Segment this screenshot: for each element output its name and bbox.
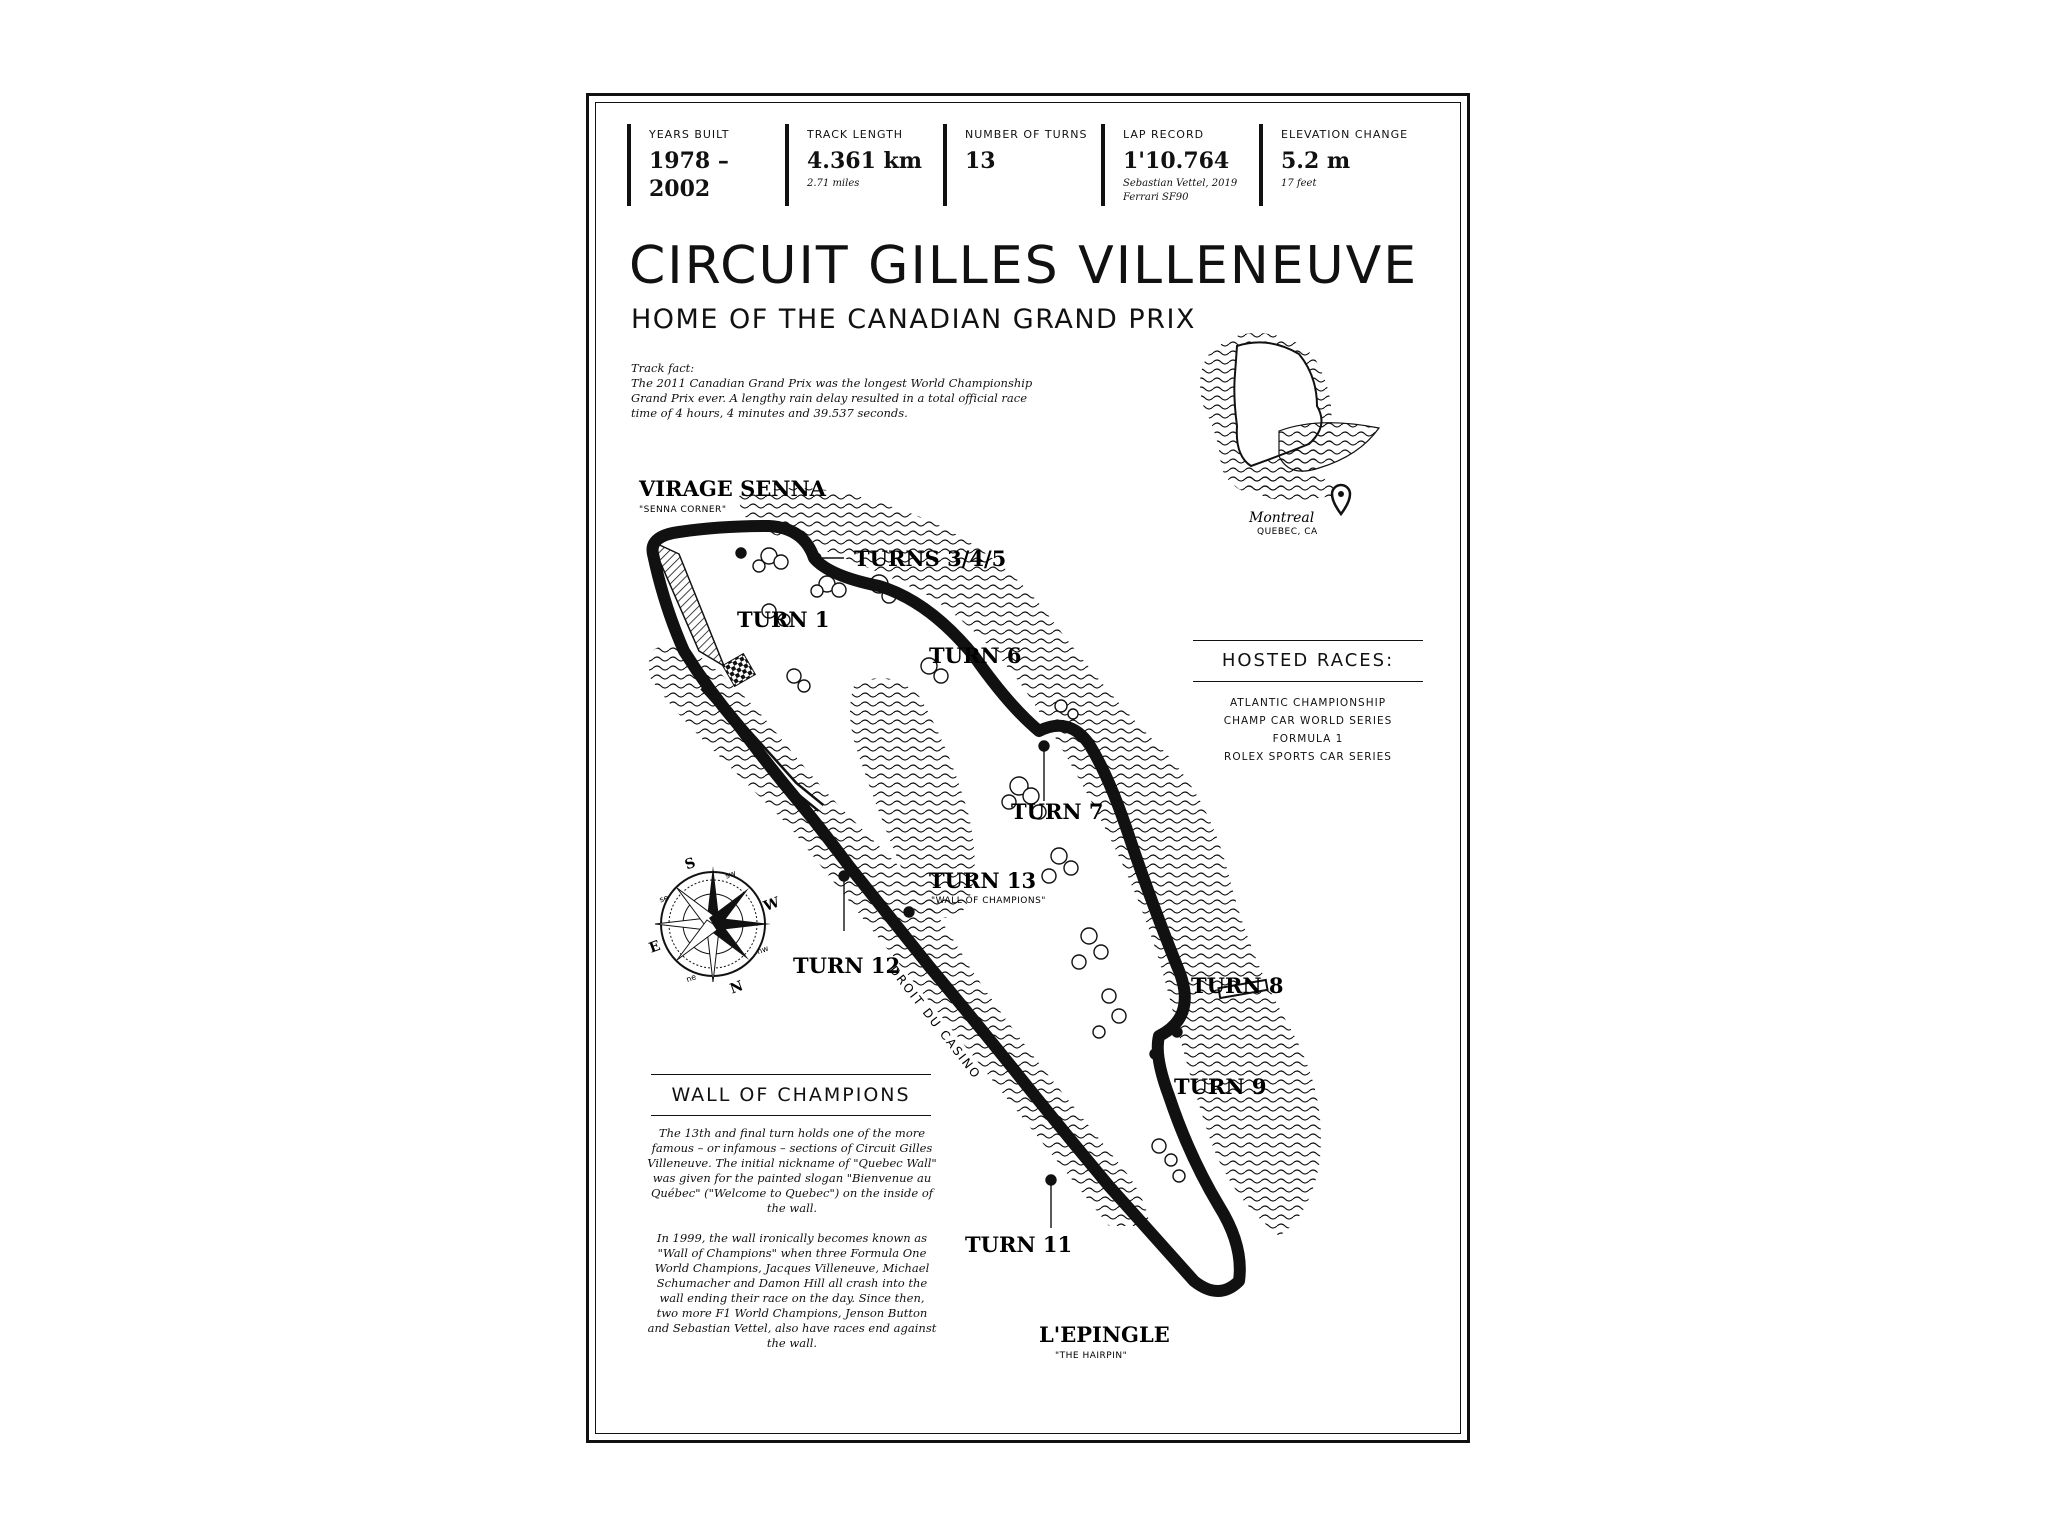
woc-paragraph: The 13th and final turn holds one of the… [647, 1126, 937, 1215]
bridge [1217, 978, 1269, 1000]
stat-track-length: TRACK LENGTH 4.361 km 2.71 miles [785, 124, 935, 206]
hosted-race-item: ROLEX SPORTS CAR SERIES [1224, 751, 1392, 763]
marker-dot [968, 650, 980, 662]
location-pin-icon [1330, 483, 1352, 517]
compass-label-se: se [658, 893, 670, 905]
marker-dot [647, 548, 659, 560]
page-subtitle: HOME OF THE CANADIAN GRAND PRIX [631, 304, 1196, 335]
lagoon [850, 678, 975, 918]
stat-label: NUMBER OF TURNS [965, 128, 1088, 141]
stat-value-2: 2002 [649, 176, 711, 202]
stat-years-built: YEARS BUILT 1978 – 2002 [627, 124, 777, 206]
wall-of-champions-text: The 13th and final turn holds one of the… [647, 1126, 937, 1366]
page-title: CIRCUIT GILLES VILLENEUVE [629, 236, 1419, 296]
corner-label-turn-7: TURN 7 [1011, 799, 1104, 824]
track-fact-line: time of 4 hours, 4 minutes and 39.537 se… [631, 406, 908, 420]
hosted-races-list: ATLANTIC CHAMPIONSHIP CHAMP CAR WORLD SE… [1193, 694, 1423, 766]
compass-label-s: S [683, 855, 698, 873]
circuit-map: VIRAGE SENNA "SENNA CORNER" TURN 1 TURNS… [638, 332, 1381, 1361]
marker-dot [735, 547, 747, 559]
location-region: QUEBEC, CA [1257, 527, 1318, 537]
stat-label: YEARS BUILT [649, 128, 730, 141]
marker-dot [903, 906, 915, 918]
tree-clusters [752, 547, 1186, 1183]
marker-dot [1149, 1048, 1161, 1060]
hosted-race-item: ATLANTIC CHAMPIONSHIP [1229, 697, 1387, 709]
start-finish-line [721, 652, 757, 688]
corner-sub-hairpin: "THE HAIRPIN" [1055, 1351, 1127, 1361]
corner-label-turn-11: TURN 11 [965, 1232, 1072, 1257]
location-city: Montreal [1248, 510, 1314, 526]
hosted-race-item: FORMULA 1 [1272, 733, 1344, 745]
stat-sub-2: Ferrari SF90 [1123, 192, 1189, 203]
track-fact-line: The 2011 Canadian Grand Prix was the lon… [631, 376, 1033, 390]
corner-label-senna: VIRAGE SENNA [638, 476, 827, 501]
stat-value: 1978 – [649, 148, 729, 174]
corner-label-turn-12: TURN 12 [793, 953, 900, 978]
corner-label-turn-13: TURN 13 [929, 868, 1036, 893]
corner-label-turns-3-4-5: TURNS 3/4/5 [854, 546, 1006, 571]
compass-rose: S W E N sw nw se ne [647, 855, 782, 998]
compass-star [654, 866, 771, 983]
stats-bar: YEARS BUILT 1978 – 2002 TRACK LENGTH 4.3… [627, 124, 1427, 206]
corner-sub-senna: "SENNA CORNER" [639, 505, 726, 515]
compass-label-ne: ne [685, 972, 698, 984]
track-fact-label: Track fact: [631, 361, 695, 375]
stat-value: 5.2 m [1281, 148, 1351, 174]
stat-label: ELEVATION CHANGE [1281, 128, 1409, 141]
hosted-races-title: HOSTED RACES: [1193, 640, 1423, 682]
stat-value: 4.361 km [807, 148, 923, 174]
track-fact-line: Grand Prix ever. A lengthy rain delay re… [631, 391, 1028, 405]
stat-value: 13 [965, 148, 996, 174]
woc-paragraph: In 1999, the wall ironically becomes kno… [647, 1231, 937, 1350]
circuit-track [646, 520, 1246, 1297]
stat-sub: Sebastian Vettel, 2019 [1123, 178, 1238, 189]
poster: YEARS BUILT 1978 – 2002 TRACK LENGTH 4.3… [586, 93, 1470, 1443]
stat-label: TRACK LENGTH [807, 128, 904, 141]
stat-value: 1'10.764 [1123, 148, 1230, 174]
water-area [739, 488, 1321, 1236]
corner-label-turn-6: TURN 6 [929, 643, 1022, 668]
hosted-race-item: CHAMP CAR WORLD SERIES [1223, 715, 1393, 727]
stat-sub: 2.71 miles [807, 178, 860, 189]
hairpin-kerb [1192, 1229, 1222, 1257]
marker-dot [1171, 1026, 1183, 1038]
compass-label-w: W [761, 894, 782, 915]
stat-label: LAP RECORD [1123, 128, 1205, 141]
compass-label-sw: sw [724, 868, 738, 880]
compass-label-e: E [647, 938, 663, 957]
corner-label-hairpin: L'EPINGLE [1039, 1322, 1170, 1347]
corner-label-turn-8: TURN 8 [1191, 973, 1284, 998]
stat-lap-record: LAP RECORD 1'10.764 Sebastian Vettel, 20… [1101, 124, 1251, 206]
track-fact: Track fact: The 2011 Canadian Grand Prix… [631, 361, 1051, 421]
stat-number-of-turns: NUMBER OF TURNS 13 [943, 124, 1093, 206]
quebec-locator-map: Montreal QUEBEC, CA [1200, 332, 1381, 537]
compass-label-n: N [728, 978, 746, 997]
wall-of-champions-title: WALL OF CHAMPIONS [651, 1074, 931, 1116]
corner-sub-turn-13: "WALL OF CHAMPIONS" [931, 896, 1046, 906]
compass-label-nw: nw [756, 944, 770, 957]
corner-markers [647, 547, 1183, 1228]
stat-elevation-change: ELEVATION CHANGE 5.2 m 17 feet [1259, 124, 1419, 206]
corner-label-turn-1: TURN 1 [737, 607, 830, 632]
corner-label-turn-9: TURN 9 [1174, 1074, 1267, 1099]
poster-border [595, 102, 1461, 1434]
stat-sub: 17 feet [1281, 178, 1317, 189]
